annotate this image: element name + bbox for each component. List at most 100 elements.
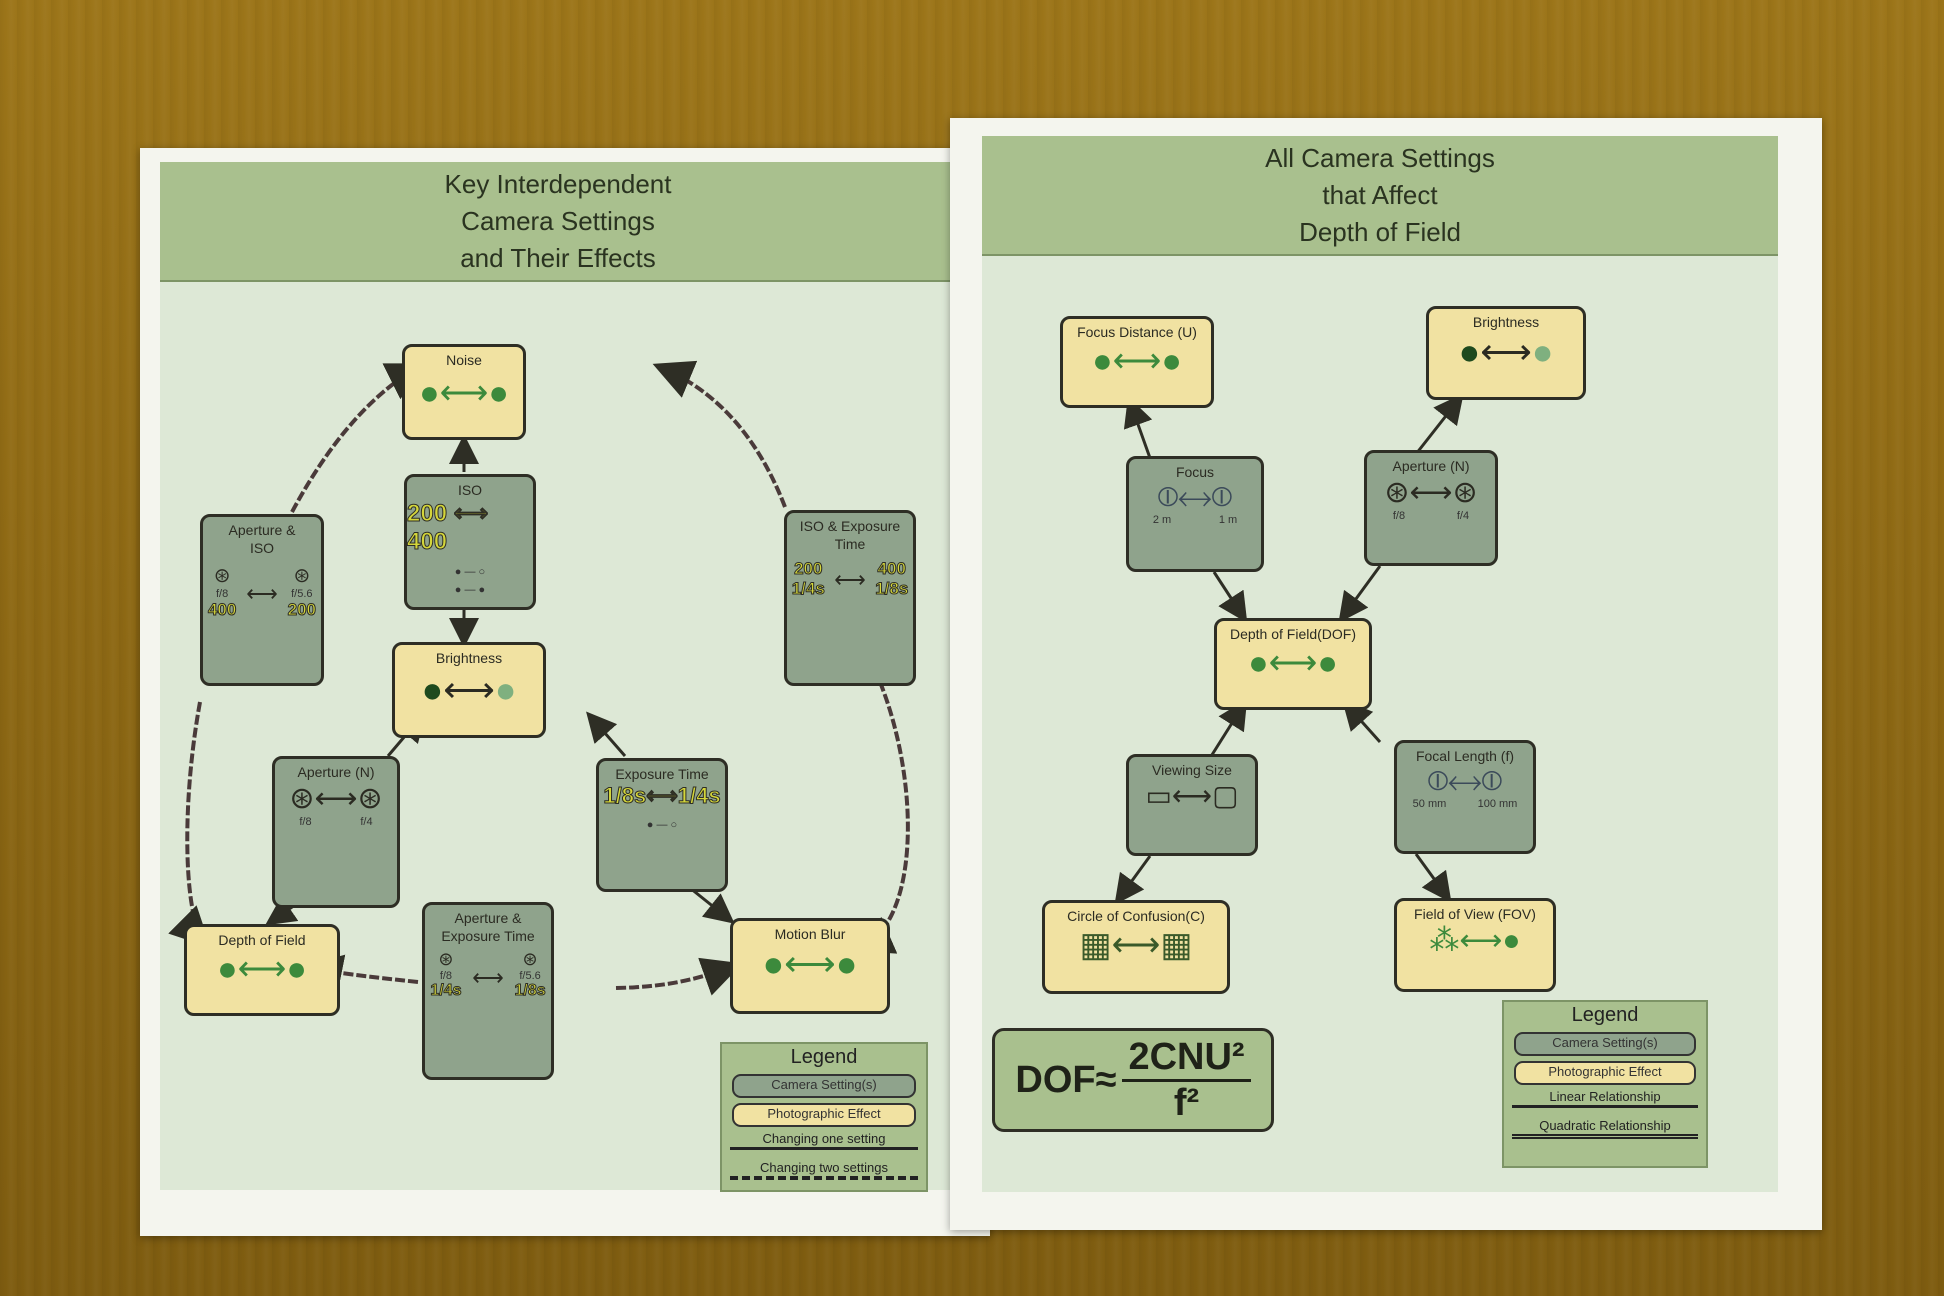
ap-exp-value-f8: f/8 [439,970,453,982]
right-title-line-3: Depth of Field [1299,216,1461,247]
exposure-values: 1/8s⟷1/4s [603,783,721,809]
node-viewing-size: Viewing Size ▭⟷▢ [1126,754,1258,856]
left-title-line-3: and Their Effects [460,242,656,273]
node-aperture-right-label: Aperture (N) [1392,458,1470,474]
node-brightness-right-label: Brightness [1472,314,1540,330]
person-compare-icon: ●⟷● [419,374,509,412]
left-poster-panel: Key Interdependent Camera Settings and T… [160,162,956,1192]
node-focus-distance-label: Focus Distance (U) [1077,324,1197,340]
focal-value-50mm: 50 mm [1412,798,1447,810]
node-dof-label: Depth of Field [218,932,306,948]
node-exposure-time: Exposure Time 1/8s⟷1/4s ● — ○ [596,758,728,892]
node-focus: Focus ⦶⟷⦶ 2 m 1 m [1126,456,1264,572]
arc-iso-exposure-to-noise [652,360,787,508]
node-brightness-right: Brightness ●⟷● [1426,306,1586,400]
node-exposure-time-label: Exposure Time [615,766,709,782]
person-distance-icon: ●⟷● [1092,342,1182,380]
legend-setting: Camera Setting(s) [732,1074,916,1098]
node-brightness-label: Brightness [435,650,503,666]
iso-exposure-value-400: 400 [877,559,906,579]
line-focal-to-dof [1341,699,1382,744]
node-depth-of-field: Depth of Field ●⟷● [184,924,340,1016]
right-legend-title: Legend [1571,1004,1639,1026]
arc-aperture-iso-to-dof [168,701,211,948]
aperture-iso-value-f8: f/8 [216,588,229,600]
double-arrow-icon: ⟷ [834,567,866,592]
left-title-line-2: Camera Settings [461,205,655,236]
legend-two-settings: Changing two settings [730,1160,918,1180]
arc-aperture-iso-to-noise [290,363,428,513]
aperture-blades-icon: ⊛⟷⊛ [1384,476,1478,509]
line-focal-to-fov [1414,853,1452,903]
focal-value-100mm: 100 mm [1477,798,1518,810]
node-aperture-iso: Aperture & ISO ⊛ f/8 400 ⟷ ⊛ f/5.6 200 [200,514,324,686]
left-legend-title: Legend [790,1046,858,1068]
node-aperture-iso-label: Aperture & ISO [228,522,296,556]
arc-iso-exposure-to-motion [852,681,910,954]
line-aperture-to-brightness [1414,393,1464,455]
left-legend: Legend Camera Setting(s) Photographic Ef… [720,1042,928,1192]
person-dark-light-icon: ●⟷● [421,669,517,710]
node-viewing-size-label: Viewing Size [1152,762,1232,778]
node-focus-distance: Focus Distance (U) ●⟷● [1060,316,1214,408]
focus-value-1m: 1 m [1218,514,1238,526]
aperture-iso-value-200: 200 [287,600,317,620]
formula-denominator: f² [1173,1081,1200,1124]
double-arrow-icon: ⟷ [472,965,504,990]
node-iso: ISO 200 ⟷ 400 ● — ○ ● — ● [404,474,536,610]
aperture-blades-icon: ⊛⟷⊛ [289,782,383,815]
ap-exp-value-18s: 1/8s [514,982,546,1000]
right-title-line-2: that Affect [1322,179,1438,210]
grid-compare-icon: ▦⟷▦ [1079,926,1193,964]
left-poster-sheet: Key Interdependent Camera Settings and T… [140,148,990,1236]
node-coc-label: Circle of Confusion(C) [1067,908,1205,924]
legend-setting-right: Camera Setting(s) [1514,1032,1696,1056]
lens-focus-icon: ⦶⟷⦶ [1157,481,1233,512]
left-title-line-1: Key Interdependent [444,168,672,199]
node-aperture: Aperture (N) ⊛⟷⊛ f/8 f/4 [272,756,400,908]
person-row-icon: ● — ○ [646,819,678,831]
node-aperture-exposure-label: Aperture & Exposure Time [441,910,535,944]
focus-value-2m: 2 m [1152,514,1172,526]
right-title-line-1: All Camera Settings [1265,142,1495,173]
aperture-value-f4: f/4 [360,816,373,828]
node-focus-label: Focus [1175,464,1215,480]
line-viewing-to-dof [1208,698,1248,759]
line-viewing-to-coc [1114,855,1152,905]
node-aperture-right: Aperture (N) ⊛⟷⊛ f/8 f/4 [1364,450,1498,566]
node-noise-label: Noise [446,352,482,368]
aperture-icon: ⊛ [213,565,231,587]
person-motion-icon: ●⟷● [762,943,858,984]
right-poster-sheet: All Camera Settings that Affect Depth of… [950,118,1822,1230]
node-iso-exposure: ISO & Exposure Time 200 1/4s ⟷ 400 1/8s [784,510,916,686]
left-title-band: Key Interdependent Camera Settings and T… [160,162,956,282]
right-legend: Legend Camera Setting(s) Photographic Ef… [1502,1000,1708,1168]
person-blur-icon: ●⟷● [217,950,307,988]
line-focus-to-dof [1212,571,1248,624]
dof-formula: DOF≈ 2CNU² f² [992,1028,1274,1132]
formula-lhs: DOF≈ [1015,1058,1117,1101]
ap-exp-value-14s: 1/4s [430,982,462,1000]
aperture-iso-value-400: 400 [207,600,237,620]
right-poster-panel: All Camera Settings that Affect Depth of… [982,136,1778,1192]
node-aperture-exposure: Aperture & Exposure Time ⊛ f/8 1/4s ⟷ ⊛ … [422,902,554,1080]
double-arrow-icon: ⟷ [246,581,278,606]
aperture-right-value-f4: f/4 [1456,510,1470,522]
node-aperture-label: Aperture (N) [297,764,375,780]
iso-exposure-value-14s: 1/4s [791,579,825,599]
iso-values: 200 ⟷ 400 [407,500,489,556]
person-dark-light-icon: ●⟷● [1458,331,1554,372]
person-blur-icon: ●⟷● [1248,644,1338,682]
right-title-band: All Camera Settings that Affect Depth of… [982,136,1778,256]
aperture-icon: ⊛ [293,565,311,587]
arc-ap-exp-to-motion [615,957,743,996]
node-dof-right-label: Depth of Field(DOF) [1229,626,1357,642]
line-exposure-to-motion [689,886,735,924]
legend-effect: Photographic Effect [732,1103,916,1127]
formula-numerator: 2CNU² [1122,1036,1251,1082]
line-exposure-to-brightness [586,711,627,757]
node-dof-right: Depth of Field(DOF) ●⟷● [1214,618,1372,710]
lens-focal-icon: ⦶⟷⦶ [1427,765,1503,796]
aperture-value-f8: f/8 [299,816,312,828]
ap-exp-value-f56: f/5.6 [519,970,541,982]
